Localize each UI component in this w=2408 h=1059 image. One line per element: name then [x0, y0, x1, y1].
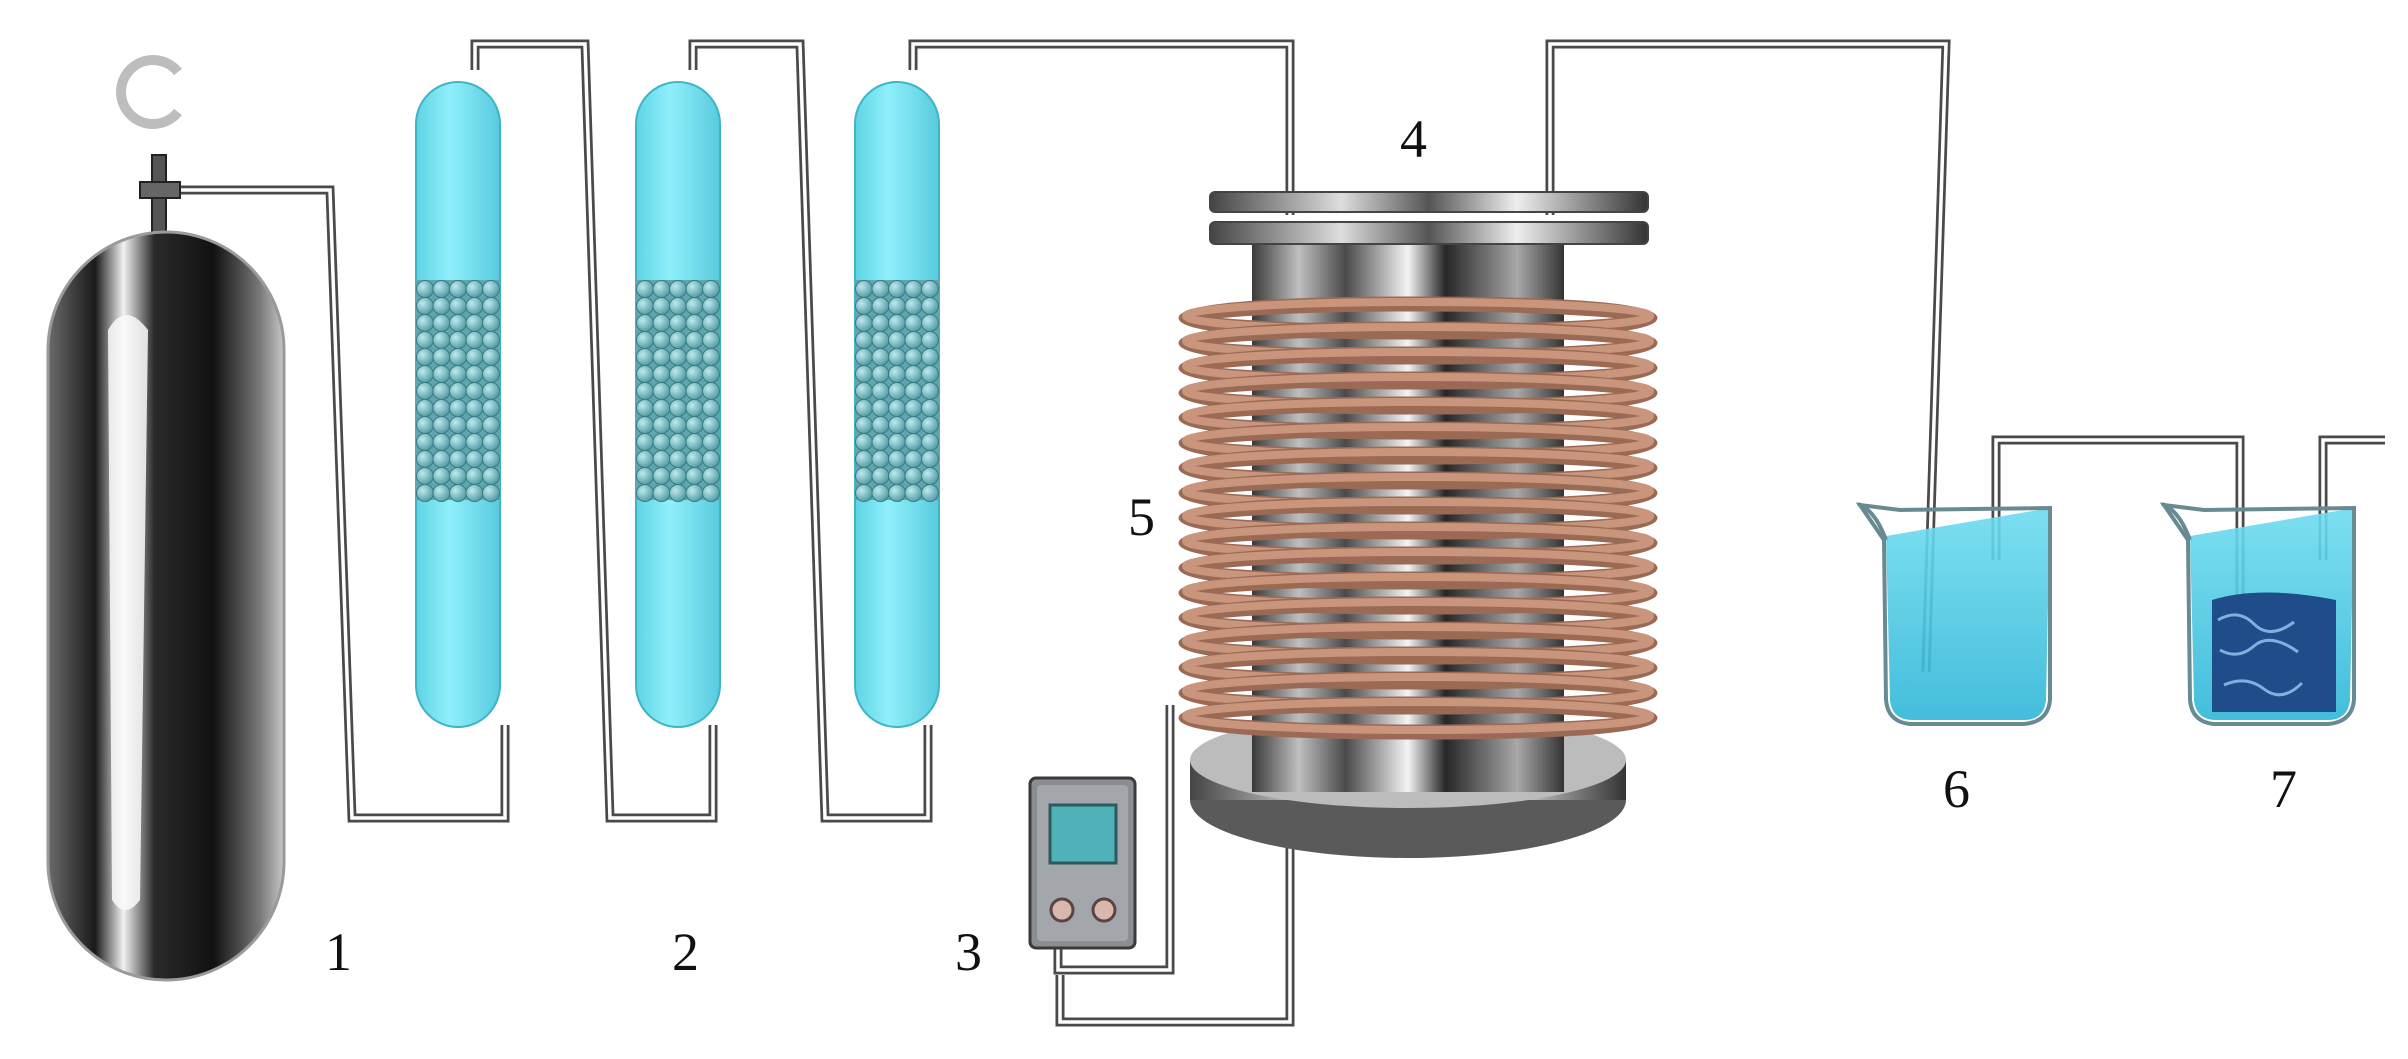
label-controller: 3 [955, 922, 982, 982]
controller-screen [1048, 803, 1118, 865]
label-beaker-7: 7 [2270, 759, 2297, 819]
label-heating-coil: 5 [1128, 487, 1155, 547]
reactor [1178, 191, 1658, 858]
beaker-6 [1855, 502, 2052, 726]
coil-turn-highlight [1182, 698, 1654, 734]
column-2 [635, 81, 721, 728]
valve-handle-icon [116, 55, 182, 129]
gas-cylinder [46, 55, 286, 982]
label-cylinder: 1 [325, 922, 352, 982]
label-reactor: 4 [1400, 109, 1427, 169]
column-1 [415, 81, 501, 728]
heating-coil [1178, 296, 1658, 740]
knob-left-icon [1049, 897, 1075, 923]
column-3 [854, 81, 940, 728]
temperature-controller [1028, 776, 1137, 950]
label-columns: 2 [672, 922, 699, 982]
label-beaker-6: 6 [1943, 759, 1970, 819]
knob-right-icon [1091, 897, 1117, 923]
tubing [165, 39, 2385, 1027]
beaker-7 [2159, 502, 2356, 726]
purification-columns [415, 81, 940, 728]
